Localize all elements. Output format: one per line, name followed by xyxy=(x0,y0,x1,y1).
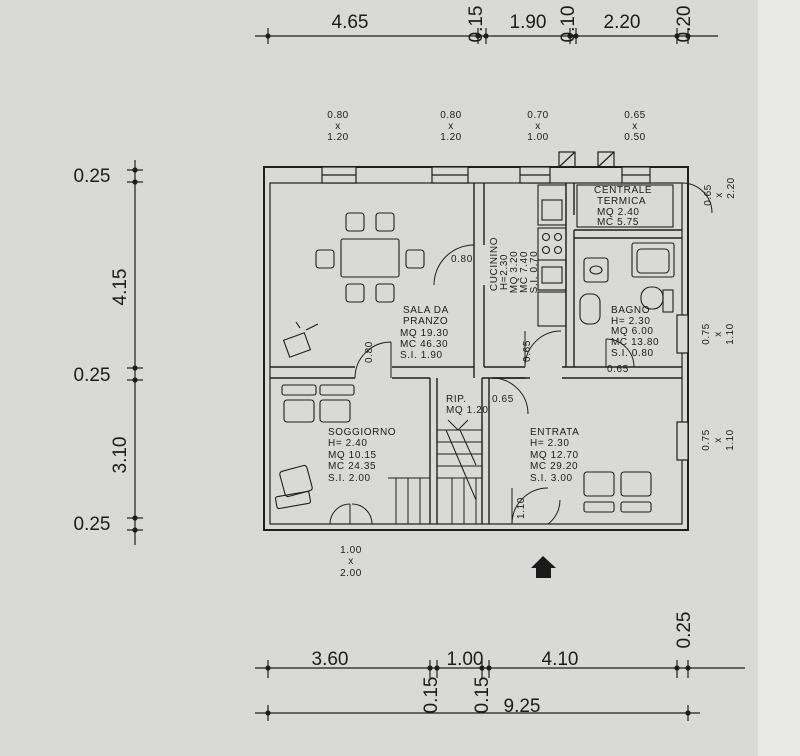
window-width-label: 0.65 xyxy=(624,110,645,121)
room-area: MQ 6.00 xyxy=(611,326,654,337)
window-x-label: x xyxy=(448,121,454,132)
window-width-label: 0.80 xyxy=(440,110,461,121)
room-name: SOGGIORNO xyxy=(328,427,396,438)
top-dimension-label: 0.15 xyxy=(466,6,487,43)
left-dimension-label: 0.25 xyxy=(74,365,111,386)
door-width-label: 0.65 xyxy=(492,394,514,405)
room-si: S.I. 0.80 xyxy=(611,348,654,359)
door-width-label: 0.65 xyxy=(607,364,629,375)
room-name: CUCININO xyxy=(489,237,500,291)
window-height-label: 1.20 xyxy=(440,132,461,143)
room-si: S.I. 3.00 xyxy=(530,473,573,484)
window-x-label: x xyxy=(713,437,724,443)
door-width-label: 0.80 xyxy=(451,254,473,265)
bottom-dimension-label: 0.15 xyxy=(472,677,493,714)
bottom-dimension-label: 1.00 xyxy=(447,649,484,670)
window-height-label: 2.20 xyxy=(726,177,737,198)
room-volume: MC 46.30 xyxy=(400,339,448,350)
window-height-label: 0.50 xyxy=(624,132,645,143)
window-x-label: x xyxy=(535,121,541,132)
bottom-dimension-label: 0.15 xyxy=(421,677,442,714)
page-edge xyxy=(758,0,800,756)
window-height-label: 1.00 xyxy=(527,132,548,143)
door-width-label: 0.80 xyxy=(364,341,375,363)
room-sala-da-pranzo: SALA DA PRANZO MQ 19.30 MC 46.30 S.I. 1.… xyxy=(400,305,449,361)
left-dimension-label: 0.25 xyxy=(74,166,111,187)
left-dimension-line xyxy=(127,160,143,545)
window-height-label: 1.20 xyxy=(327,132,348,143)
bottom-dimension-label: 0.25 xyxy=(674,612,695,649)
room-height: H= 2.30 xyxy=(611,316,651,327)
room-name: CENTRALE xyxy=(594,185,652,196)
room-volume: MC 29.20 xyxy=(530,461,578,472)
room-ripostiglio: RIP. MQ 1.20 xyxy=(446,394,489,416)
room-name: PRANZO xyxy=(403,316,448,327)
window-width-label: 0.80 xyxy=(327,110,348,121)
left-dimension-label: 4.15 xyxy=(110,269,131,306)
room-name: BAGNO xyxy=(611,305,650,316)
door-width-label: 0.65 xyxy=(522,340,533,362)
door-width-label: 1.10 xyxy=(516,497,527,519)
room-area: MQ 1.20 xyxy=(446,405,489,416)
left-dimension-label: 3.10 xyxy=(110,437,131,474)
window-width-label: 0.65 xyxy=(703,184,714,205)
room-name: ENTRATA xyxy=(530,427,579,438)
room-soggiorno: SOGGIORNO H= 2.40 MQ 10.15 MC 24.35 S.I.… xyxy=(328,427,396,484)
window-x-label: x xyxy=(714,192,725,198)
room-si: S.I. 2.00 xyxy=(328,473,371,484)
window-x-label: x xyxy=(713,331,724,337)
entrance-arrow-icon xyxy=(531,556,556,578)
room-si: S.I. 0.70 xyxy=(529,251,540,294)
bottom-dimension-line xyxy=(255,660,745,678)
room-entrata: ENTRATA H= 2.30 MQ 12.70 MC 29.20 S.I. 3… xyxy=(530,427,579,484)
room-cucinino: CUCININO H=2.30 MQ 3.20 MC 7.40 S.I. 0.7… xyxy=(489,237,540,293)
furniture xyxy=(274,184,675,513)
window-height-label: 1.10 xyxy=(725,429,736,450)
room-area: MQ 2.40 xyxy=(597,207,640,218)
left-dimension-label: 0.25 xyxy=(74,514,111,535)
room-area: MQ 19.30 xyxy=(400,328,449,339)
top-dimension-line xyxy=(255,28,718,44)
window-width-label: 0.70 xyxy=(527,110,548,121)
front-door-height-label: 2.00 xyxy=(340,568,362,579)
room-bagno: BAGNO H= 2.30 MQ 6.00 MC 13.80 S.I. 0.80 xyxy=(611,305,659,359)
room-name: SALA DA xyxy=(403,305,449,316)
top-dimension-label: 0.10 xyxy=(558,6,579,43)
top-dimension-label: 1.90 xyxy=(510,12,547,33)
room-volume: MC 13.80 xyxy=(611,337,659,348)
window-width-label: 0.75 xyxy=(701,323,712,344)
window-height-label: 1.10 xyxy=(725,323,736,344)
room-volume: MC 24.35 xyxy=(328,461,376,472)
window-width-label: 0.75 xyxy=(701,429,712,450)
room-area: MQ 10.15 xyxy=(328,450,377,461)
total-dimension-line xyxy=(255,705,700,721)
room-centrale-termica: CENTRALE TERMICA MQ 2.40 MC 5.75 xyxy=(594,185,652,228)
room-height: H= 2.30 xyxy=(530,438,570,449)
room-name: RIP. xyxy=(446,394,467,405)
window-x-label: x xyxy=(632,121,638,132)
room-name: TERMICA xyxy=(597,196,646,207)
front-door-width-label: 1.00 xyxy=(340,545,362,556)
room-si: S.I. 1.90 xyxy=(400,350,443,361)
room-area: MQ 3.20 xyxy=(509,251,520,294)
room-height: H=2.30 xyxy=(499,254,510,290)
top-dimension-label: 2.20 xyxy=(604,12,641,33)
bottom-dimension-label: 4.10 xyxy=(542,649,579,670)
top-dimension-label: 0.20 xyxy=(674,6,695,43)
window-x-label: x xyxy=(335,121,341,132)
room-area: MQ 12.70 xyxy=(530,450,579,461)
bottom-dimension-label: 3.60 xyxy=(312,649,349,670)
walls xyxy=(263,151,713,531)
room-volume: MC 5.75 xyxy=(597,217,639,228)
top-dimension-label: 4.65 xyxy=(332,12,369,33)
front-door-x-label: x xyxy=(348,556,354,567)
total-dimension-label: 9.25 xyxy=(504,696,541,717)
room-height: H= 2.40 xyxy=(328,438,368,449)
room-volume: MC 7.40 xyxy=(519,251,530,293)
